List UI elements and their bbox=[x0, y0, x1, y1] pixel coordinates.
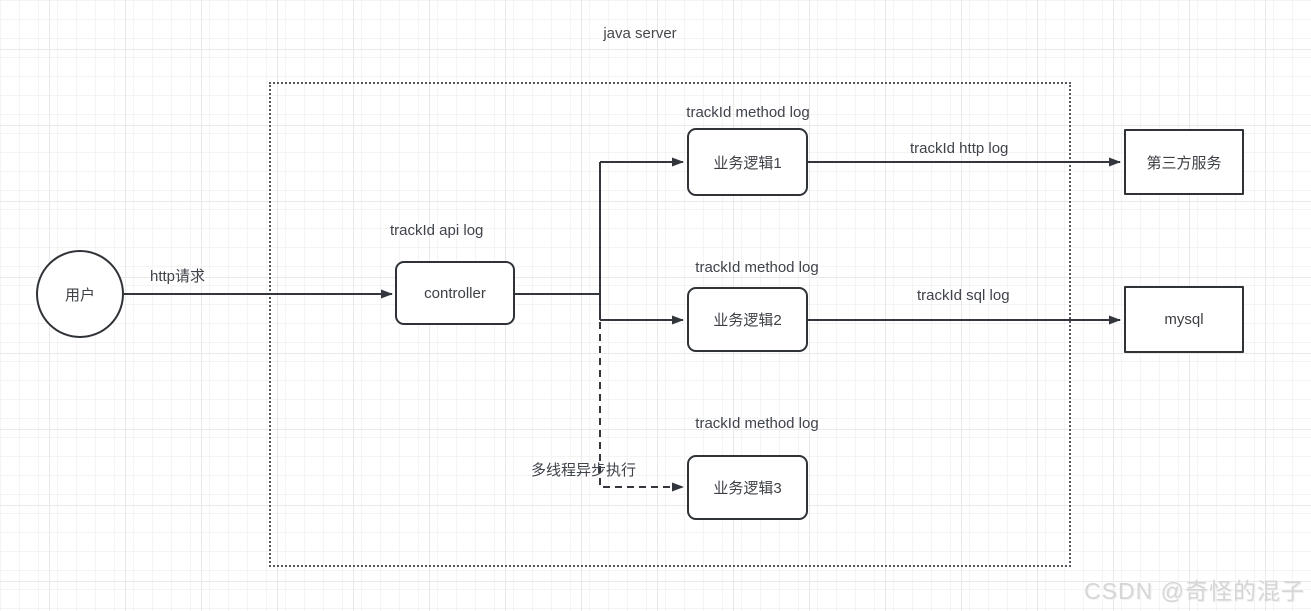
node-logic3-label: 业务逻辑3 bbox=[713, 480, 782, 497]
label-trackid-api-log: trackId api log bbox=[390, 222, 484, 239]
label-trackid-method-log-2: trackId method log bbox=[695, 259, 819, 276]
node-user-label: 用户 bbox=[64, 286, 95, 304]
csdn-watermark: CSDN @奇怪的混子 bbox=[1084, 578, 1305, 604]
node-third-party: 第三方服务 bbox=[1124, 129, 1244, 195]
label-trackid-method-log-3: trackId method log bbox=[695, 415, 819, 432]
java-server-container bbox=[269, 82, 1071, 567]
label-trackid-sql-log: trackId sql log bbox=[917, 287, 1010, 304]
node-mysql: mysql bbox=[1124, 286, 1244, 353]
node-logic3: 业务逻辑3 bbox=[687, 455, 808, 520]
node-controller-label: controller bbox=[424, 284, 486, 302]
node-logic2: 业务逻辑2 bbox=[687, 287, 808, 352]
diagram-title: java server bbox=[603, 25, 677, 42]
label-http-request: http请求 bbox=[150, 268, 206, 285]
node-logic2-label: 业务逻辑2 bbox=[713, 312, 782, 329]
node-mysql-label: mysql bbox=[1164, 311, 1204, 328]
label-trackid-method-log-1: trackId method log bbox=[686, 104, 810, 121]
node-controller: controller bbox=[395, 261, 515, 325]
label-trackid-http-log: trackId http log bbox=[910, 140, 1009, 157]
node-user: 用户 bbox=[36, 250, 124, 338]
node-logic1: 业务逻辑1 bbox=[687, 128, 808, 196]
node-logic1-label: 业务逻辑1 bbox=[713, 154, 782, 172]
node-third-party-label: 第三方服务 bbox=[1146, 154, 1222, 172]
connector-async-to-logic3 bbox=[599, 322, 684, 492]
label-async-execution: 多线程异步执行 bbox=[531, 462, 637, 479]
